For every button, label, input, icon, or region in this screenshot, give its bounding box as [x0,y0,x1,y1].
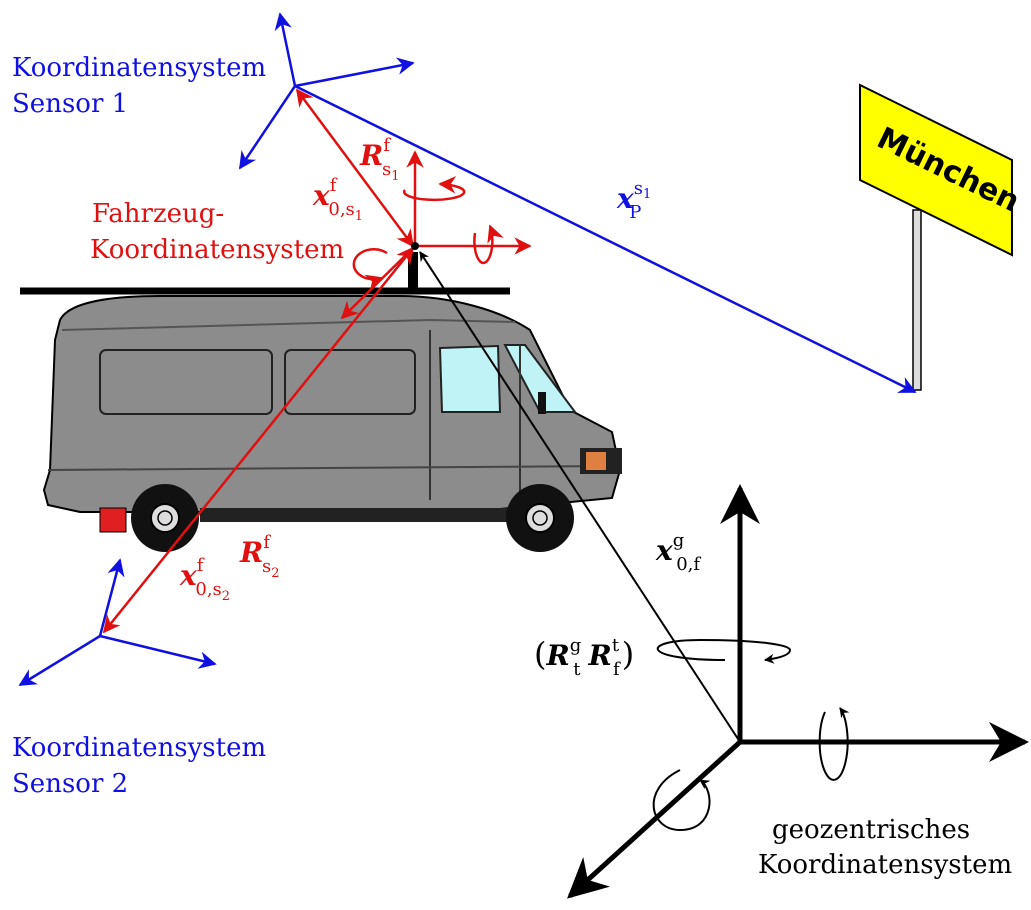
vehicle-subtitle: Koordinatensystem [90,235,344,265]
van-door [429,330,521,500]
vector-x-0f [419,251,741,743]
vehicle-rotation-z [403,176,466,202]
vehicle-rotation-y [352,248,388,292]
van-mirror [538,392,546,414]
sensor1-frame [238,12,415,170]
road-sign: München [859,83,1025,391]
geo-axis-diag [567,740,742,899]
geo-subtitle: Koordinatensystem [758,850,1012,880]
sensor1-subtitle: Sensor 1 [12,89,128,119]
geo-rotation-z [656,638,792,664]
geo-frame [567,484,1029,899]
geo-rotations [652,638,850,832]
geo-rotation-diag [652,769,711,832]
sensor2-axis-right [99,634,217,669]
van-wheel-front [506,484,574,552]
sensor1-title: Koordinatensystem [12,53,266,83]
vehicle-origin [411,242,419,250]
vector-x-0s1 [295,88,415,248]
van-window-front [438,344,502,413]
sensor2-subtitle: Sensor 2 [12,769,128,799]
geo-title: geozentrisches [772,815,970,845]
geo-rotation-x [818,707,850,781]
sensor2-axis-down [18,634,101,687]
vehicle-title: Fahrzeug- [92,199,224,229]
van-wheel-rear [131,484,199,552]
van-underbody [200,508,520,522]
sensor1-axis-right [294,57,415,88]
van-headlight-inner [586,452,606,470]
vehicle-frame [102,88,532,634]
sensor1-axis-up [274,12,297,87]
sensor2-title: Koordinatensystem [12,733,266,763]
sensor-mount [408,252,418,292]
van-windshield [503,344,577,413]
sign-board [859,83,1013,257]
sign-post [912,209,922,391]
vector-x-0s2 [102,246,415,634]
vehicle-rotation-x [473,224,504,265]
van-window-rear [99,349,273,415]
sensor1-axis-down [238,85,297,170]
van [42,295,622,552]
van-rear-light [99,507,127,533]
